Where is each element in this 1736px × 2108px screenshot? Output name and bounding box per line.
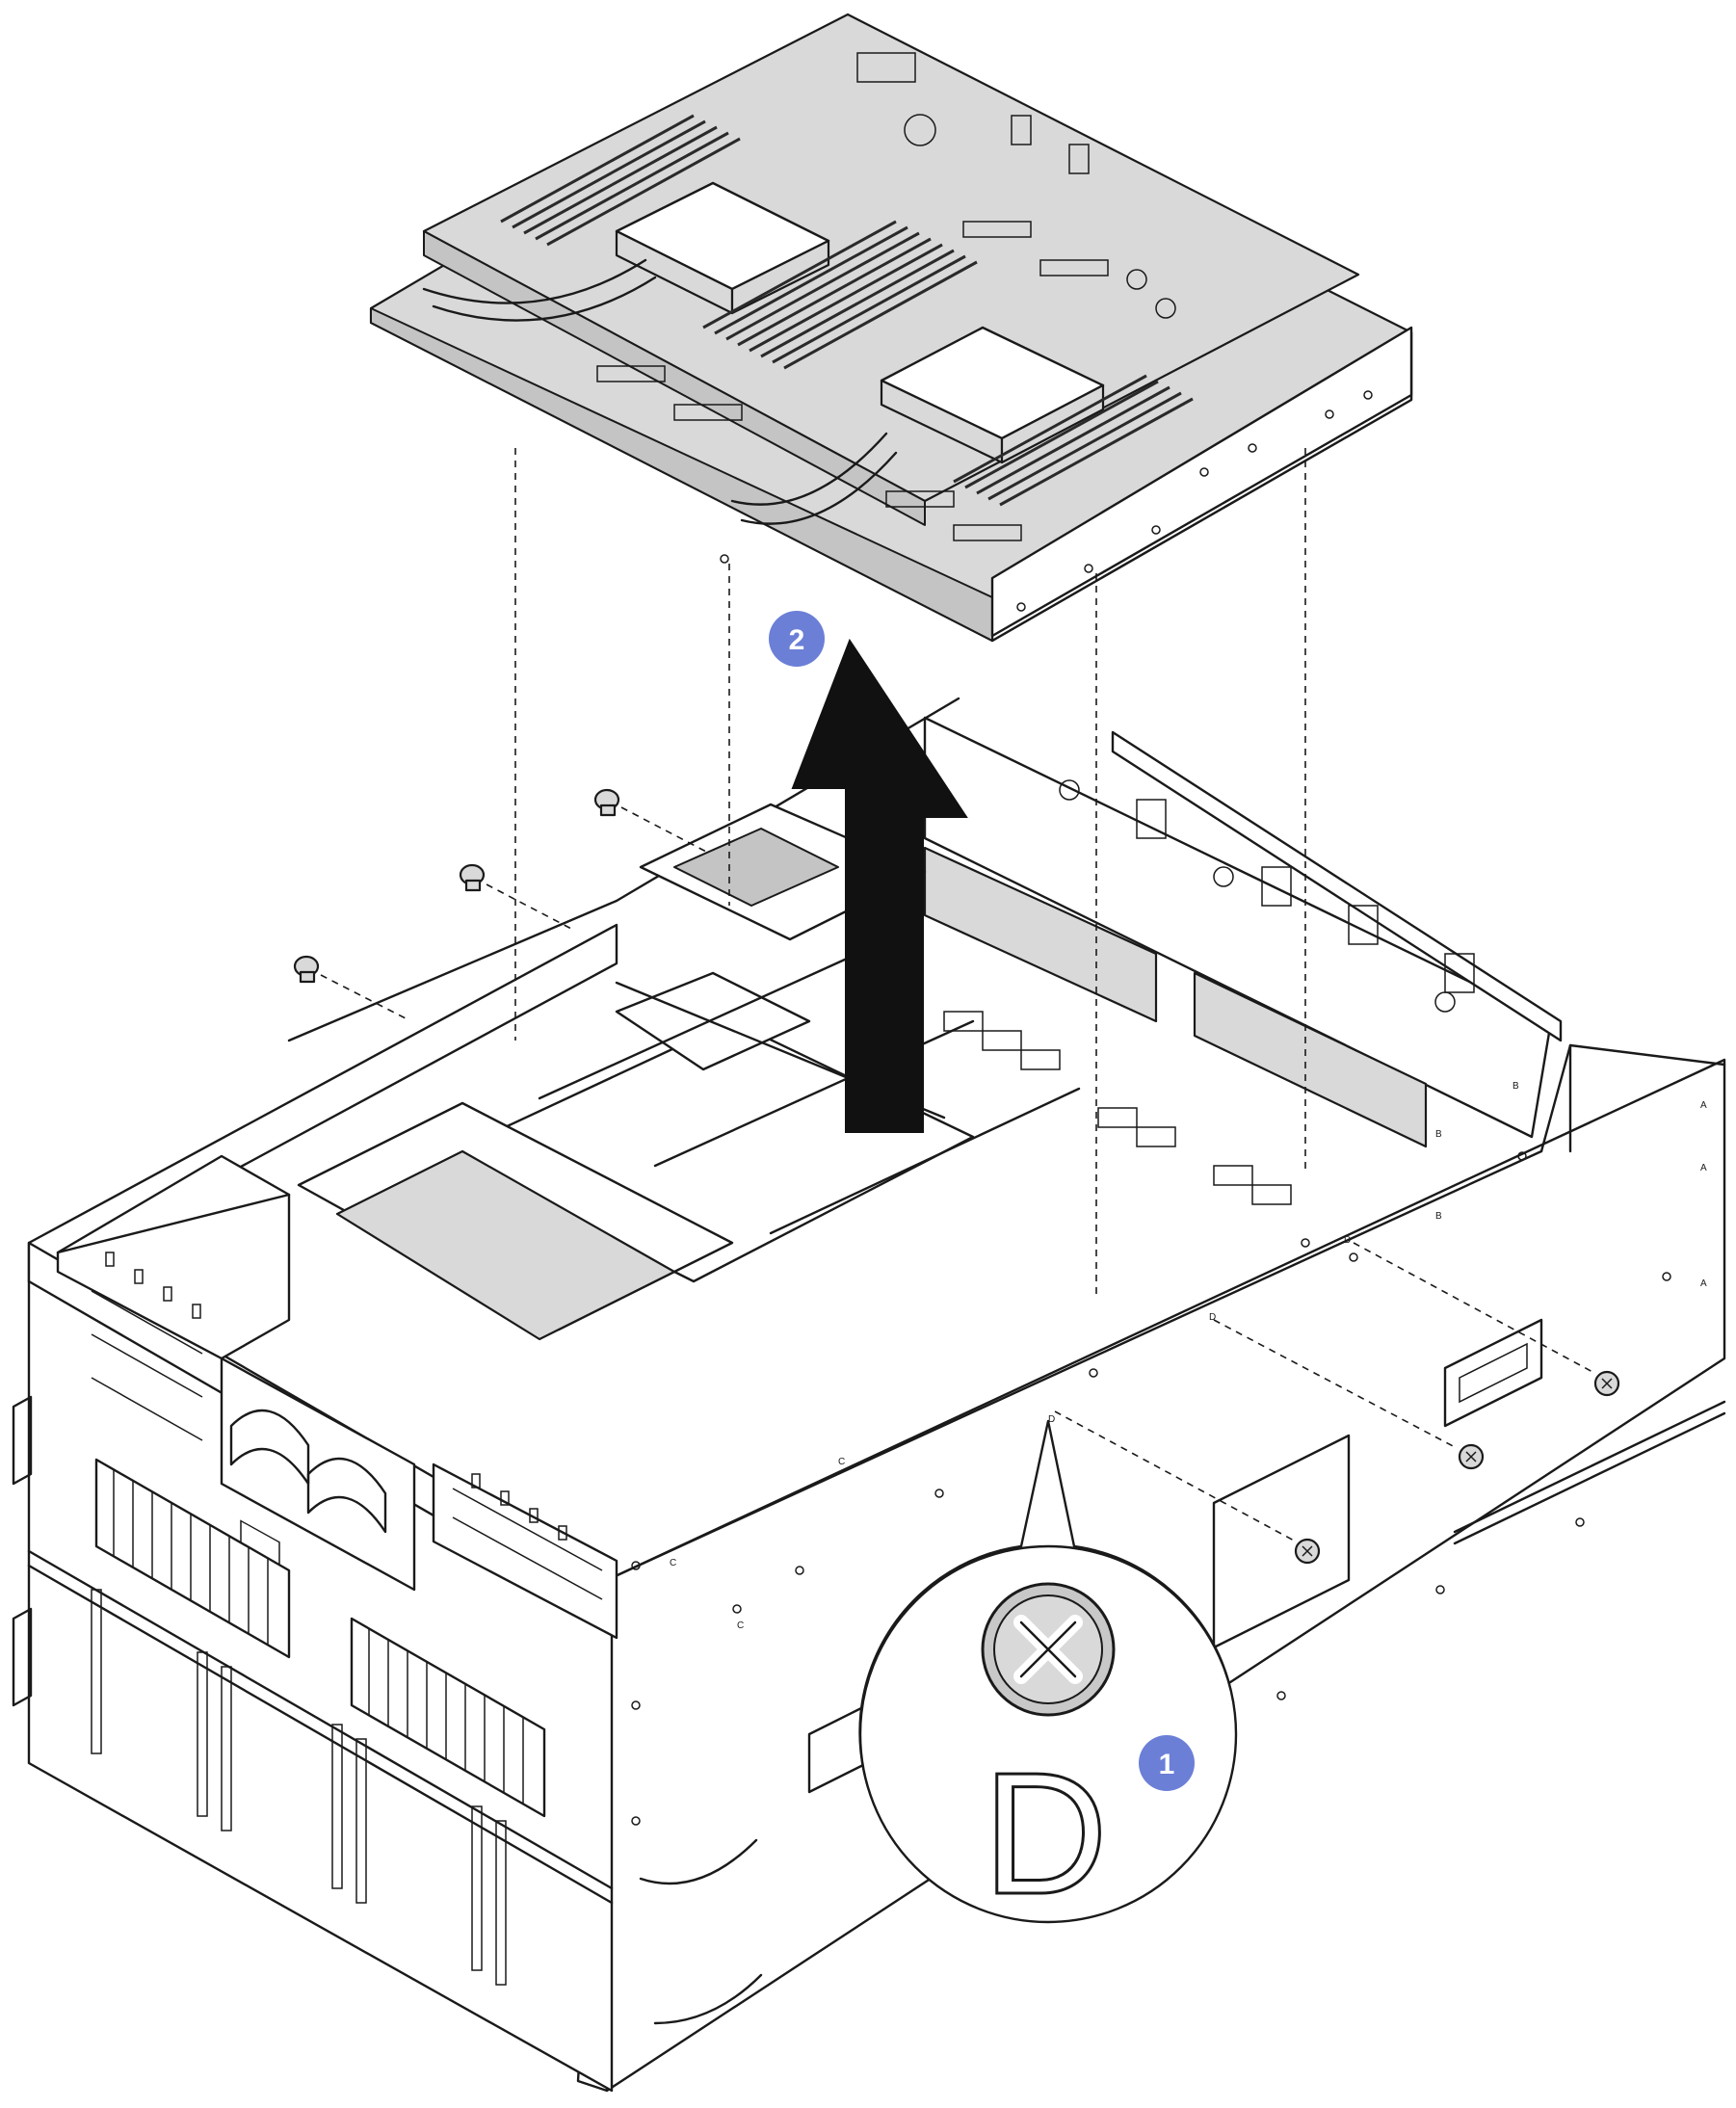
chassis-label-a-2: A — [1700, 1163, 1707, 1173]
step-badge-2-circle — [769, 611, 825, 667]
step-number-2: 2 — [789, 624, 805, 656]
board-misc-components — [596, 52, 1176, 541]
chassis-label-c-3: C — [670, 1558, 676, 1568]
screw-icon[interactable] — [459, 863, 486, 892]
chassis-label-d-1: D — [1048, 1414, 1055, 1425]
system-board-tray — [369, 13, 1413, 643]
processor-heatsink-left — [615, 181, 830, 315]
chassis-label-d-2: D — [1209, 1312, 1216, 1323]
front-pcie-slots — [91, 1589, 507, 1986]
step-badge-2: 2 — [769, 611, 825, 667]
lift-up-arrow-icon — [791, 638, 968, 1133]
side-mount-holes — [631, 1151, 1671, 1826]
chassis-label-b-3: B — [1512, 1081, 1519, 1092]
chassis-label-d-3: D — [1344, 1235, 1351, 1246]
board-connectors — [943, 779, 1475, 1205]
step-badge-1-circle — [1139, 1735, 1195, 1791]
alignment-guides — [514, 448, 1306, 1296]
screw-icon[interactable] — [1593, 1370, 1620, 1397]
screw-icon[interactable] — [1294, 1538, 1321, 1565]
top-screws — [293, 788, 709, 1020]
side-screws — [1054, 1242, 1620, 1565]
drive-bay-left — [94, 1458, 291, 1659]
chassis-label-b-1: B — [1435, 1129, 1442, 1140]
step-number-1: 1 — [1159, 1749, 1175, 1780]
screw-head-icon — [981, 1582, 1116, 1717]
drive-bay-right — [350, 1617, 546, 1818]
screw-icon[interactable] — [293, 955, 320, 984]
chassis-label-c-1: C — [838, 1457, 845, 1467]
processor-heatsink-right — [880, 326, 1105, 464]
chassis-label-a-3: A — [1700, 1278, 1707, 1289]
screw-icon[interactable] — [1458, 1443, 1485, 1470]
chassis-location-labels: D D D A A A B B B C C C — [670, 1081, 1707, 1631]
screw-detail-callout: D — [858, 1419, 1238, 1933]
step-badge-1: 1 — [1139, 1735, 1195, 1791]
memory-dimm-slots — [500, 114, 1194, 507]
chassis-label-a-1: A — [1700, 1100, 1707, 1111]
callout-letter: D — [983, 1737, 1108, 1931]
bracket-holes — [1016, 390, 1373, 612]
chassis-label-c-2: C — [737, 1621, 744, 1631]
chassis-label-b-2: B — [1435, 1211, 1442, 1222]
screw-icon[interactable] — [593, 788, 620, 817]
